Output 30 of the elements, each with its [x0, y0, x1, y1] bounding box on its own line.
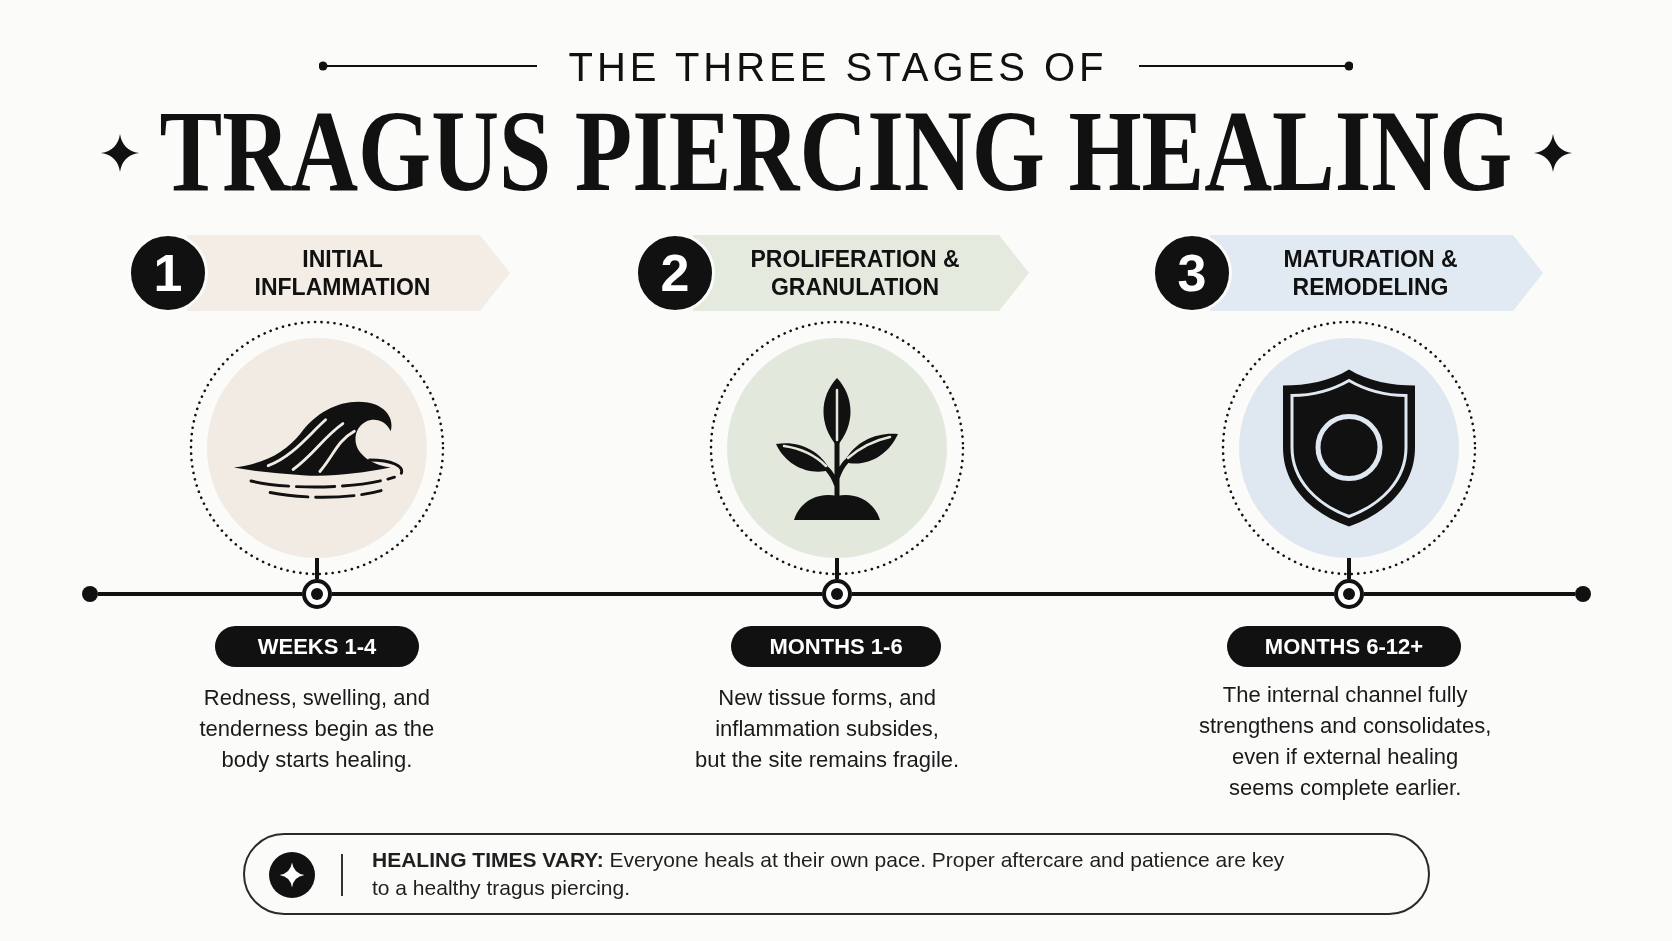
stage-banner: [693, 235, 1029, 311]
timeline-line: [852, 592, 1334, 596]
description-text: Redness, swelling, and tenderness begin as the body starts healing.: [199, 684, 435, 774]
duration-tag: WEEKS 1-4: [215, 626, 419, 667]
connector-line: [315, 558, 319, 579]
stage-banner: [187, 235, 510, 311]
description-text: New tissue forms, and inflammation subsides, but the site remains fragile.: [695, 684, 960, 774]
timeline-marker: [302, 579, 332, 609]
step-number: 3: [1152, 233, 1232, 313]
step-number: 1: [128, 233, 208, 313]
duration-tag: MONTHS 6-12+: [1227, 626, 1461, 667]
description-text: The internal channel fully strengthens and consolidates, even if external healing seems complete earlier.: [1199, 681, 1492, 802]
timeline-marker: [1334, 579, 1364, 609]
stage-title: INITIAL INFLAMMATION: [253, 245, 432, 301]
stage-banner: [1210, 235, 1543, 311]
timeline-end-dot: [1575, 586, 1591, 602]
main-title: TRAGUS PIERCING HEALING: [159, 91, 1513, 209]
connector-line: [835, 558, 839, 579]
stage-title: PROLIFERATION & GRANULATION: [749, 245, 961, 301]
subtitle: THE THREE STAGES OF: [567, 47, 1108, 87]
connector-line: [1347, 558, 1351, 579]
timeline-end-dot: [82, 586, 98, 602]
note-text: HEALING TIMES VARY: Everyone heals at their own pace. Proper aftercare and patience are key to a healthy tragus piercing.: [372, 847, 1286, 901]
timeline-line: [332, 592, 822, 596]
timeline-line: [1364, 592, 1575, 596]
stage-title: MATURATION & REMODELING: [1282, 245, 1459, 301]
timeline-marker: [822, 579, 852, 609]
duration-tag: MONTHS 1-6: [731, 626, 941, 667]
timeline-line: [98, 592, 302, 596]
step-number: 2: [635, 233, 715, 313]
